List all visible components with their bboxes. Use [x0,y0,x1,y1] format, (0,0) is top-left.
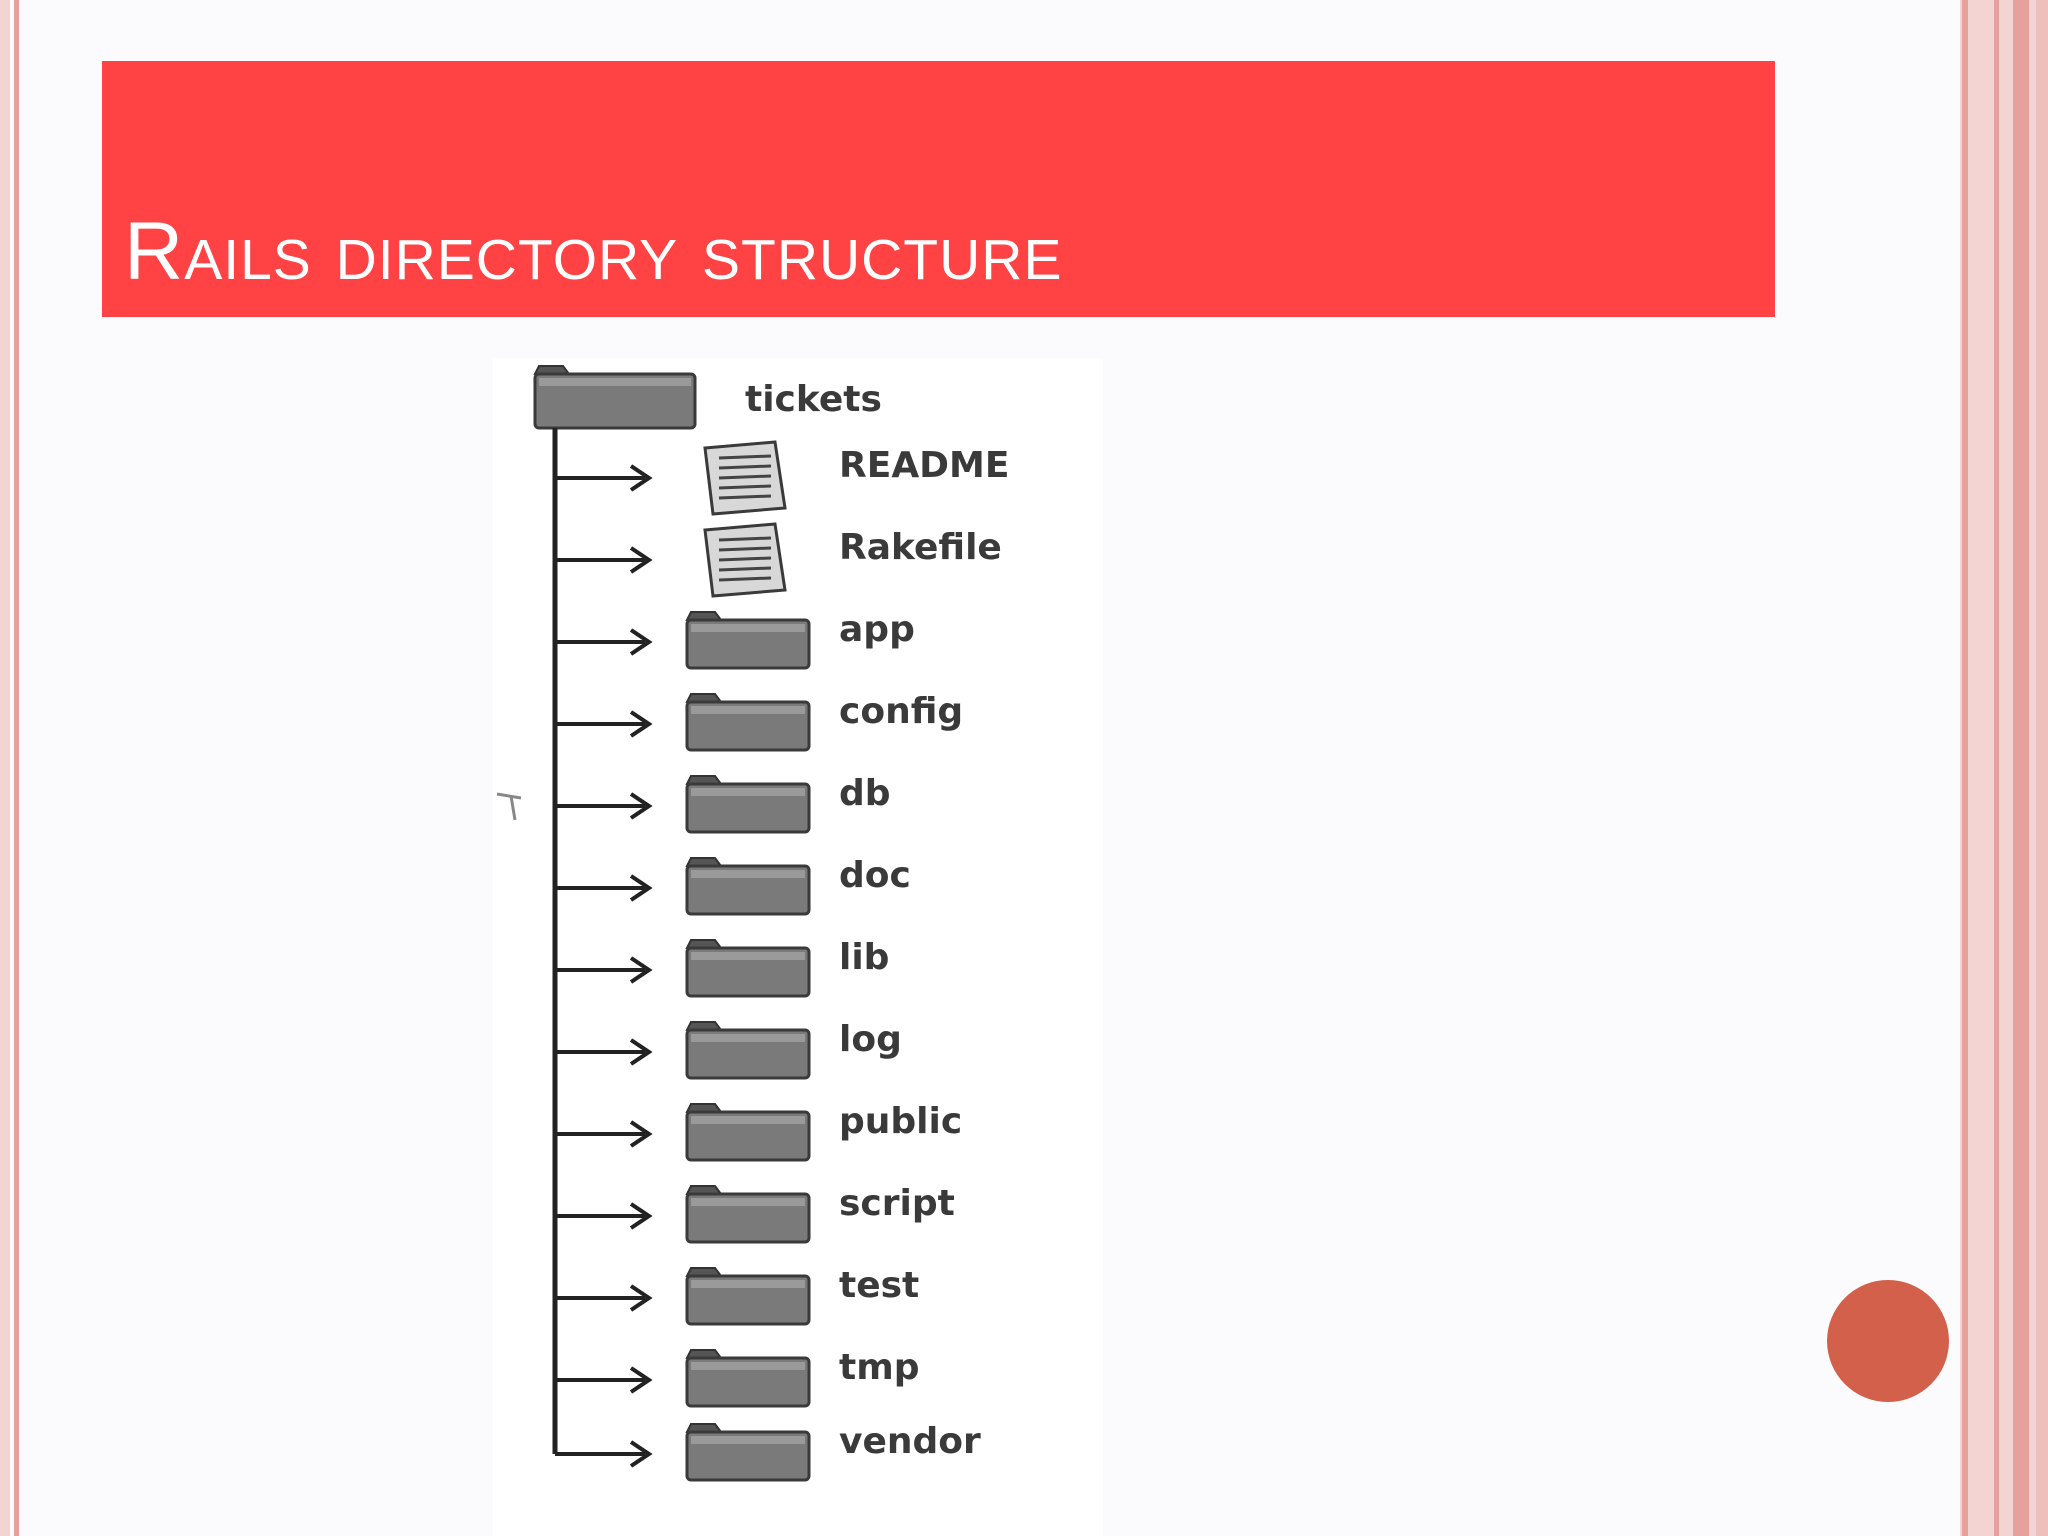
slide-bullet-circle [1827,1280,1949,1402]
file-icon [703,522,787,598]
folder-icon [685,775,811,834]
right-border-line [1994,0,1999,1536]
handwritten-mark [496,792,522,821]
folder-icon [685,1103,811,1162]
tree-graphic [496,365,811,1482]
left-border-line [14,0,19,1536]
slide-title: Rails directory structure [124,206,1063,297]
folder-icon [685,857,811,916]
left-border-line [0,0,10,1536]
tree-item-label: app [839,609,915,650]
tree-item-label: lib [839,937,890,978]
folder-icon [685,1267,811,1326]
tree-item-label: tmp [839,1347,920,1388]
tree-item-label: config [839,691,964,732]
tree-item-label: doc [839,855,911,896]
arrow-head [629,792,653,820]
arrow-head [629,874,653,902]
arrow-head [629,464,653,492]
tree-item-label: vendor [839,1421,981,1462]
folder-icon [685,1423,811,1482]
folder-icon [685,1349,811,1408]
arrow-head [629,1284,653,1312]
right-border-line [2036,0,2048,1536]
arrow-head [629,546,653,574]
file-icon [703,440,787,516]
arrow-head [629,1202,653,1230]
folder-icon [685,693,811,752]
arrow-head [629,1366,653,1394]
arrow-head [629,1038,653,1066]
right-border-band-outer [1960,0,2048,1536]
arrow-head [629,628,653,656]
tree-item-label: Rakefile [839,527,1002,568]
folder-icon [685,939,811,998]
tree-item-label: README [839,445,1010,486]
folder-icon [685,1021,811,1080]
tree-item-label: db [839,773,891,814]
tree-item-label: script [839,1183,955,1224]
tree-item-label: public [839,1101,963,1142]
right-border-line [2013,0,2029,1536]
arrow-head [629,710,653,738]
folder-icon [533,365,697,430]
arrow-head [629,1120,653,1148]
tree-item-label: log [839,1019,902,1060]
tree-root-label: tickets [745,379,882,420]
title-band: Rails directory structure [102,61,1775,317]
folder-icon [685,611,811,670]
right-border-line [1962,0,1968,1536]
arrow-head [629,956,653,984]
tree-item-label: test [839,1265,920,1306]
arrow-head [629,1440,653,1468]
folder-icon [685,1185,811,1244]
